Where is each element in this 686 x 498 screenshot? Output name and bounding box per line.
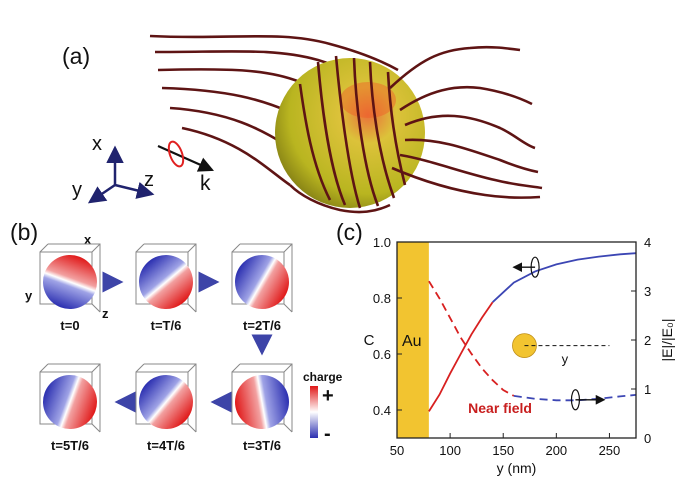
panel-c-label: (c) (336, 219, 363, 245)
field-lines-back (149, 34, 399, 187)
field-curve (513, 394, 637, 402)
near-field-annotation: Near field (468, 400, 532, 416)
charge-sphere (235, 255, 289, 309)
axis-x-label: x (92, 133, 102, 155)
x-tick-label: 100 (439, 443, 461, 458)
x-tick-label: 200 (545, 443, 567, 458)
frame-cube (135, 363, 197, 433)
c-curve (491, 252, 637, 303)
panel-a-label: (a) (62, 43, 90, 69)
polarization-loop (167, 140, 185, 168)
wave-vector: k (157, 140, 215, 195)
frame-time-label: t=T/6 (151, 318, 182, 333)
panel-b-label: (b) (10, 219, 38, 245)
charge-frame: t=2T/6 (231, 243, 293, 333)
x-tick-label: 150 (492, 443, 514, 458)
sphere-highlight (340, 82, 396, 118)
charge-colorbar: charge + - (303, 370, 343, 445)
colorbar-plus: + (322, 385, 334, 407)
inset-y-label: y (562, 352, 569, 367)
y-right-tick-label: 1 (644, 382, 651, 397)
axis-y-label: y (72, 179, 82, 201)
cube-x-label: x (84, 232, 92, 247)
y-left-tick-label: 0.4 (373, 403, 391, 418)
coordinate-axes: x y z (72, 133, 155, 204)
charge-sphere (139, 255, 193, 309)
charge-sphere (139, 375, 194, 429)
frame-time-label: t=5T/6 (51, 438, 89, 453)
field-curve (428, 280, 515, 397)
frame-time-label: t=2T/6 (243, 318, 281, 333)
axis-z-label: z (144, 169, 154, 191)
charge-sphere (43, 375, 98, 429)
field-lines-front (289, 45, 543, 214)
charge-frames: t=0 t=T/6 t=2T/6 t=3T/6 t=4T/6 t=5T/6 (39, 243, 293, 453)
charge-frame: t=5T/6 (39, 363, 101, 453)
colorbar-minus: - (324, 423, 331, 445)
frame-arrows (102, 271, 273, 413)
charge-sphere (43, 255, 97, 309)
y-right-tick-label: 3 (644, 284, 651, 299)
au-region (397, 242, 429, 438)
k-label: k (200, 172, 211, 195)
frame-time-label: t=3T/6 (243, 438, 281, 453)
au-region-label: Au (402, 333, 422, 350)
gold-nanosphere (275, 58, 425, 208)
frame-time-label: t=4T/6 (147, 438, 185, 453)
x-axis-label: y (nm) (497, 460, 537, 476)
colorbar-gradient (310, 386, 318, 438)
charge-frame: t=0 (39, 243, 101, 333)
frame-cube (135, 243, 197, 313)
c-curve (428, 301, 494, 412)
frame-cube (39, 243, 101, 313)
x-tick-label: 250 (599, 443, 621, 458)
y-left-tick-label: 0.8 (373, 291, 391, 306)
y-left-axis-label: C (364, 332, 375, 349)
colorbar-title: charge (303, 370, 343, 384)
cube-y-label: y (25, 288, 33, 303)
y-right-axis-label: |E|/|E₀| (659, 319, 675, 362)
charge-sphere (235, 375, 289, 429)
cube-z-label: z (102, 306, 109, 321)
frame-cube (231, 363, 293, 433)
y-left-tick-label: 0.6 (373, 347, 391, 362)
charge-frame: t=3T/6 (231, 363, 293, 453)
y-left-tick-label: 1.0 (373, 235, 391, 250)
near-field-chart: Au 50 100 150 200 250 0.4 0.6 0.8 1.0 0 1 2 3 4 y (nm) C… (364, 235, 675, 476)
x-tick-label: 50 (390, 443, 404, 458)
y-right-tick-label: 4 (644, 235, 651, 250)
frame-time-label: t=0 (60, 318, 79, 333)
frame-cube (39, 363, 101, 433)
charge-frame: t=T/6 (135, 243, 197, 333)
y-right-tick-label: 0 (644, 431, 651, 446)
charge-frame: t=4T/6 (135, 363, 197, 453)
frame-cube (231, 243, 293, 313)
y-right-tick-label: 2 (644, 333, 651, 348)
